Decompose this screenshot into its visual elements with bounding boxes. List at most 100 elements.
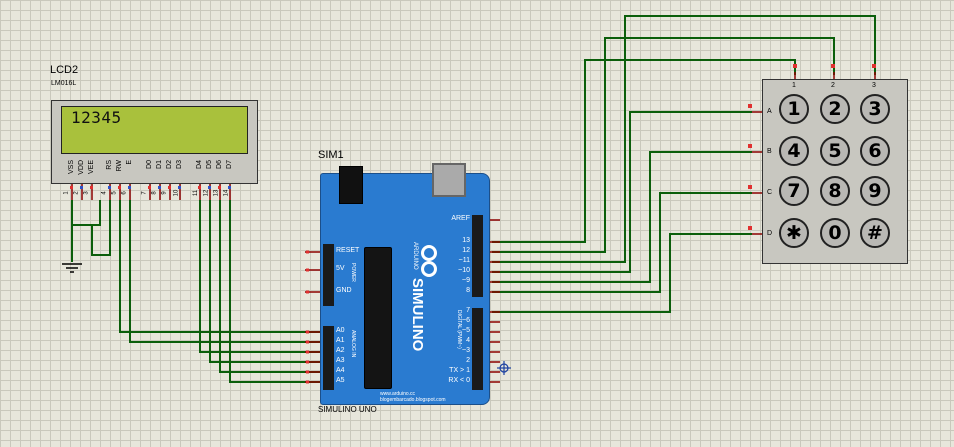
keypad-column-label: 2 [831,82,835,89]
lcd-pin-number: 11 [193,189,200,197]
wire [209,200,322,363]
lcd-pin-label: RW [116,160,123,172]
arduino-pin-marker [306,250,309,254]
lcd-pin-label: E [126,160,133,165]
keypad-key[interactable]: 4 [779,136,809,166]
lcd-pin-marker [118,186,121,189]
lcd-pin-marker [90,186,93,189]
arduino-pin-label: ~6 [462,317,470,324]
keypad-key[interactable]: # [860,218,890,248]
lcd-pin-label: D3 [176,160,183,169]
lcd-pin-marker [168,186,171,189]
board-url-secondary: blogembarcado.blogspot.com [380,397,446,403]
arduino-pin-label: A4 [336,367,345,374]
lcd-pin-marker [80,186,83,189]
wire [91,200,111,256]
wire [492,37,835,253]
arduino-pin-label: ~9 [462,277,470,284]
lcd-pin-marker [178,186,181,189]
keypad-key[interactable]: 5 [820,136,850,166]
arduino-pin-label: ~5 [462,327,470,334]
power-header-title: POWER [350,263,356,282]
keypad-key[interactable]: 3 [860,94,890,124]
lcd-pin-label: VEE [88,160,95,175]
keypad-key[interactable]: 7 [779,176,809,206]
arduino-pin-label: A5 [336,377,345,384]
wire [199,200,322,353]
arduino-pin-label: 5V [336,265,345,272]
probe-icon [497,361,511,375]
power-jack [339,166,363,204]
ground-icon [62,263,82,273]
keypad-key[interactable]: 1 [779,94,809,124]
board-brand-text: ARDUINO [412,242,418,270]
arduino-pin-marker [306,340,309,344]
arduino-pin-marker [306,330,309,334]
analog-header [323,326,334,390]
lcd-pin-label: D0 [146,160,153,169]
arduino-pin-marker [306,380,309,384]
keypad-key[interactable]: 9 [860,176,890,206]
lcd-pin-marker [128,186,131,189]
lcd-pin-marker [148,186,151,189]
arduino-board[interactable] [320,173,490,405]
arduino-reference: SIM1 [318,149,344,161]
arduino-pin-label: 13 [462,237,470,244]
board-url: www.arduino.cc [380,391,416,397]
keypad-column-label: 3 [872,82,876,89]
wire [129,200,322,343]
keypad-key[interactable]: 0 [820,218,850,248]
arduino-pin-label: ~3 [462,347,470,354]
arduino-pin-label: 8 [466,287,470,294]
keypad-key[interactable]: 2 [820,94,850,124]
microcontroller-chip [364,247,392,389]
lcd-pin-label: D5 [206,160,213,169]
arduino-pin-label: 7 [466,307,470,314]
wire [492,151,752,283]
board-logo-text: SIMULINO [409,278,426,352]
wire [72,200,101,226]
lcd-screen [61,106,248,154]
wires [71,15,876,383]
lcd-pin-number: 12 [203,189,210,197]
usb-port [432,163,466,197]
arduino-pin-marker [306,350,309,354]
arduino-pin-marker [306,370,309,374]
arduino-pin-label: 2 [466,357,470,364]
arduino-pin-label: 4 [466,337,470,344]
keypad-row-label: B [767,148,772,155]
lcd-pin-number: 13 [213,189,220,197]
arduino-pin-label: RESET [336,247,360,254]
lcd-pin-number: 5 [111,191,118,195]
lcd-pin-label: D7 [226,160,233,169]
keypad-row-label: D [767,230,773,237]
lcd-pin-number: 3 [83,191,90,195]
keypad-row-label: A [767,108,772,115]
wire [492,233,752,313]
lcd-pin-marker [218,186,221,189]
arduino-pin-marker [306,360,309,364]
power-header [323,244,334,306]
arduino-pin-label: GND [336,287,352,294]
digital-header-high [472,215,483,297]
arduino-pin-label: AREF [451,215,470,222]
keypad-key[interactable]: 6 [860,136,890,166]
lcd-reference: LCD2 [50,64,79,76]
lcd-pin-number: 2 [73,191,80,195]
arduino-pin-label: ~10 [458,267,470,274]
keypad-row-label: C [767,189,773,196]
lcd-pin-label: D6 [216,160,223,169]
arduino-pin-label: A1 [336,337,345,344]
keypad-key[interactable]: ✱ [779,218,809,248]
lcd-pin-label: RS [106,160,113,170]
lcd-pin-number: 9 [161,191,168,195]
arduino-pin-label: RX < 0 [448,377,470,384]
wire [492,192,752,293]
wire [492,111,752,273]
keypad-key[interactable]: 8 [820,176,850,206]
arduino-pin-label: TX > 1 [449,367,470,374]
arduino-pin-label: A0 [336,327,345,334]
wire [119,200,322,333]
